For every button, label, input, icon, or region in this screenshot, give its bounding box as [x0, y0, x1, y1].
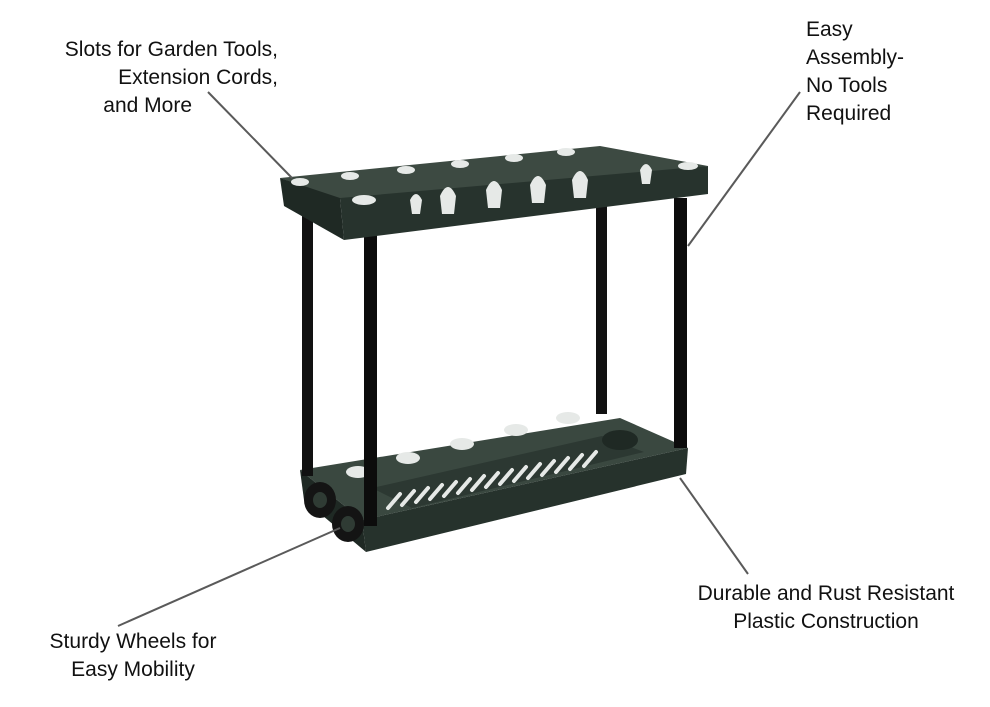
callout-wheels: Sturdy Wheels for Easy Mobility — [22, 628, 244, 684]
tray-hole — [556, 412, 580, 424]
rod-back-right — [596, 190, 607, 414]
support-rods — [302, 186, 687, 526]
rack-hole — [678, 162, 698, 170]
base-tray — [300, 412, 688, 552]
rack-hole — [352, 195, 376, 205]
callout-slots-line: Slots for Garden Tools, — [64, 38, 278, 61]
callout-slots-line: and More — [103, 94, 192, 117]
rack-hole — [341, 172, 359, 180]
rack-hole — [397, 166, 415, 174]
leader-line-durable — [679, 477, 749, 575]
rack-hole — [505, 154, 523, 162]
base-tray-front — [362, 448, 688, 552]
tool-slots — [410, 164, 652, 214]
callout-assembly: Easy Assembly- No Tools Required — [806, 16, 904, 128]
callout-slots: Slots for Garden Tools, Extension Cords,… — [18, 36, 278, 120]
rod-back-left — [302, 186, 313, 476]
callout-durable-line: Durable and Rust Resistant — [697, 582, 955, 605]
wheels — [304, 482, 364, 542]
top-rack — [280, 146, 708, 240]
tray-hole — [504, 424, 528, 436]
leader-line-assembly — [687, 91, 801, 247]
callout-assembly-line: Easy — [806, 18, 853, 41]
callout-slots-line: Extension Cords, — [118, 66, 278, 89]
wheel-hub — [313, 492, 327, 508]
callout-wheels-line: Easy Mobility — [71, 658, 195, 681]
rod-front-left — [364, 228, 377, 526]
callout-durable-line: Plastic Construction — [733, 610, 919, 633]
leader-lines — [117, 91, 801, 627]
tray-cup — [602, 430, 638, 450]
tray-hole — [396, 452, 420, 464]
callout-assembly-line: No Tools — [806, 74, 888, 97]
leader-line-wheels — [117, 527, 341, 627]
callout-wheels-line: Sturdy Wheels for — [49, 630, 217, 653]
rod-front-right — [674, 198, 687, 448]
tray-hole — [450, 438, 474, 450]
wheel-hub — [341, 516, 355, 532]
callout-durable: Durable and Rust Resistant Plastic Const… — [678, 580, 974, 636]
tray-slots — [386, 450, 598, 510]
leader-line-slots — [207, 91, 293, 179]
top-rack-back-side — [280, 178, 344, 240]
rack-hole — [451, 160, 469, 168]
callout-assembly-line: Required — [806, 102, 892, 125]
callout-assembly-line: Assembly- — [806, 46, 905, 69]
top-rack-front — [340, 166, 708, 240]
rack-hole — [291, 178, 309, 186]
rack-hole — [557, 148, 575, 156]
